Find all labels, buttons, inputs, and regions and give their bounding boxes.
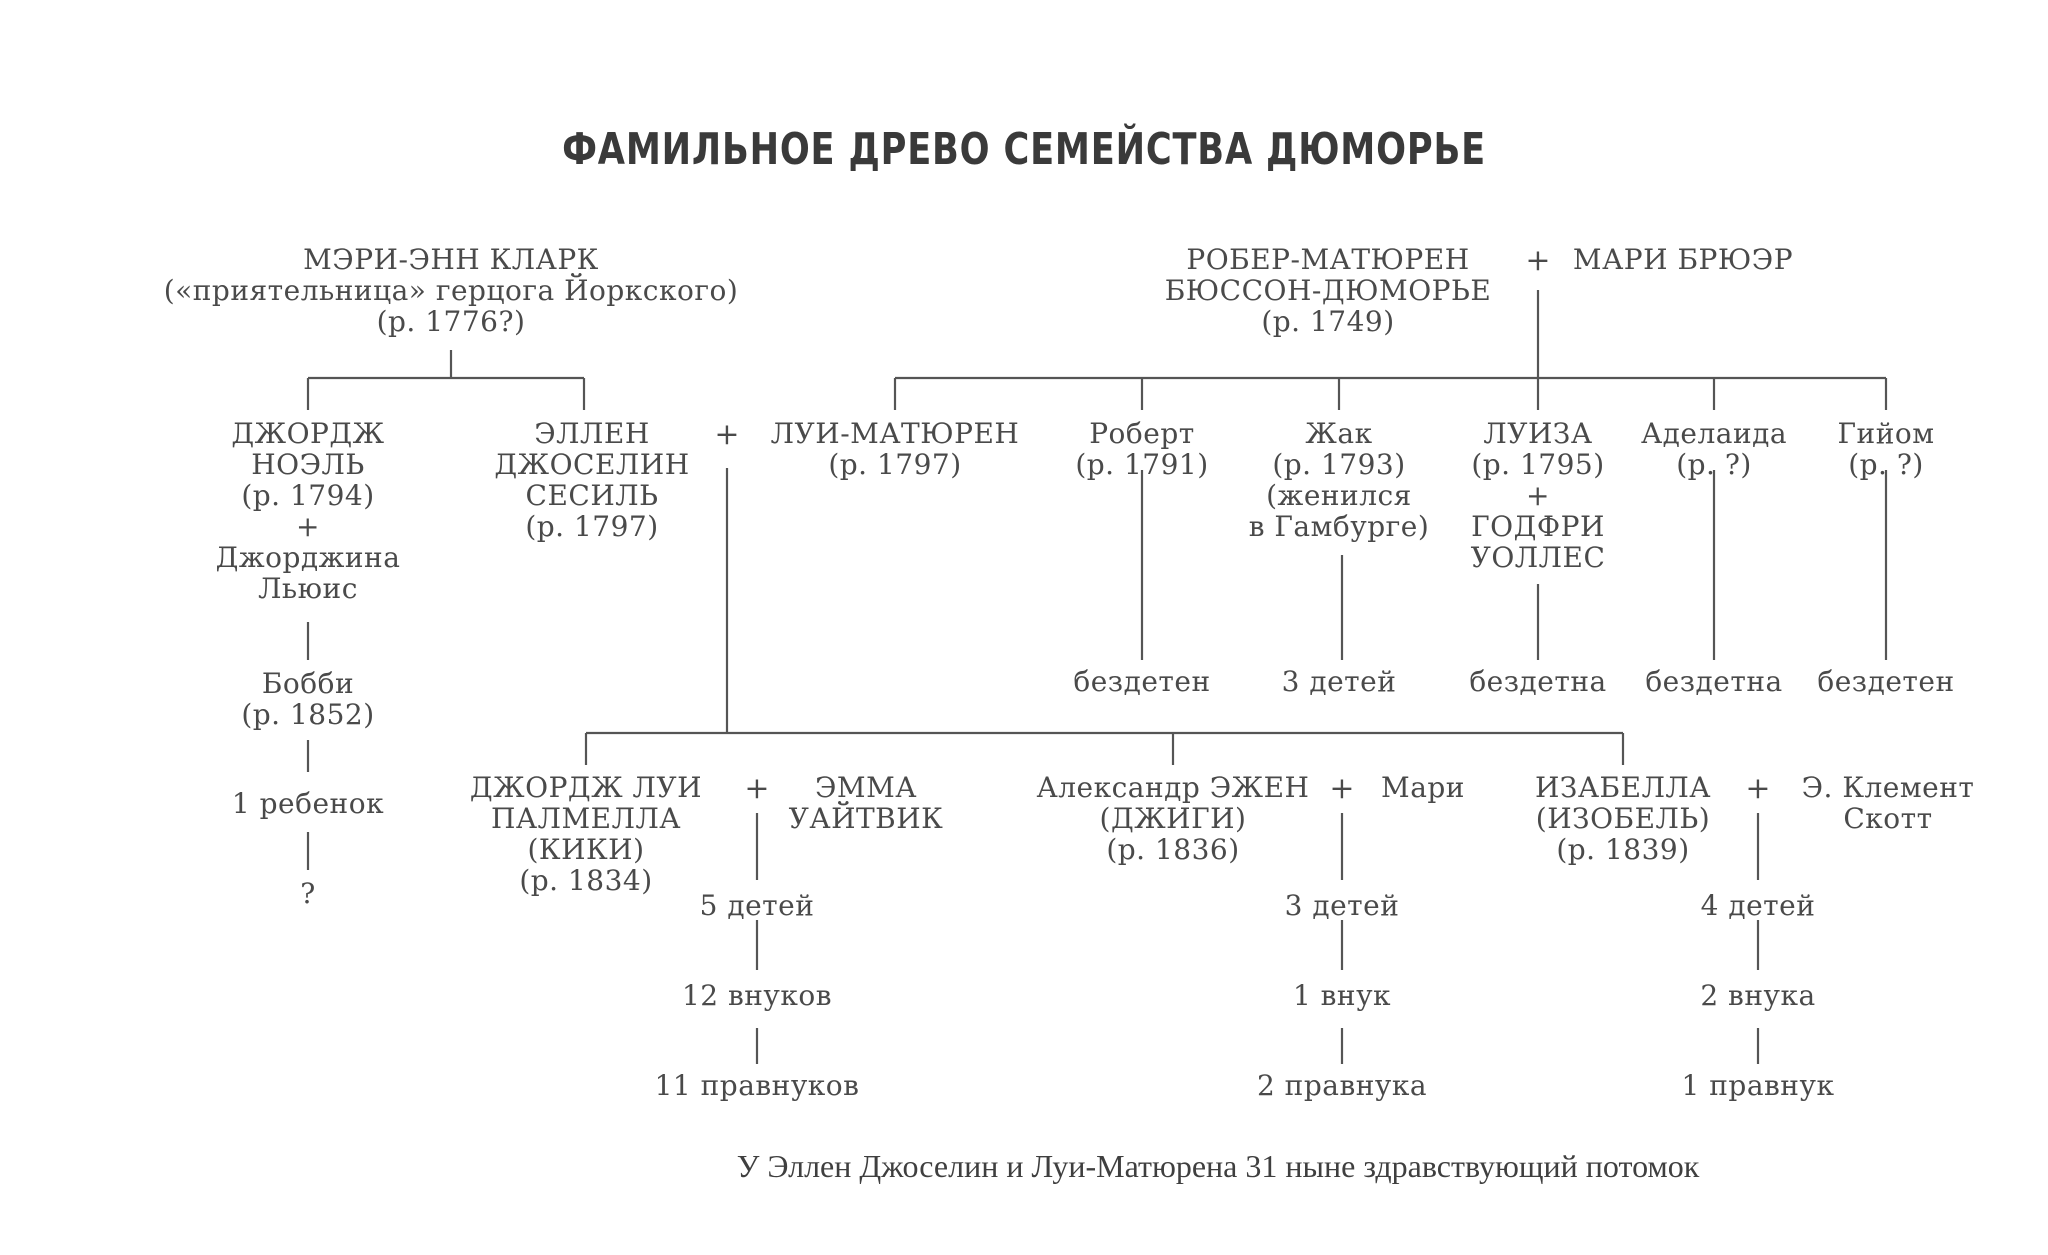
marriage-plus: + <box>1745 771 1771 806</box>
issue-great-grandchildren-alexandre: 2 правнука <box>1256 1069 1428 1102</box>
issue-adelaide: бездетна <box>1645 665 1783 698</box>
diagram-title: ФАМИЛЬНОЕ ДРЕВО СЕМЕЙСТВА ДЮМОРЬЕ <box>562 124 1486 175</box>
footer-note: У Эллен Джоселин и Луи-Матюрена 31 ныне … <box>736 1148 1700 1184</box>
person-ellen-jocelyn: ЭЛЛЕН ДЖОСЕЛИН СЕСИЛЬ (р. 1797) <box>494 417 690 543</box>
person-robert-mathurin: РОБЕР-МАТЮРЕН БЮССОН-ДЮМОРЬЕ (р. 1749) <box>1164 243 1492 338</box>
issue-robert: бездетен <box>1073 665 1211 698</box>
person-alexandre-eugene: Александр ЭЖЕН (ДЖИГИ) (р. 1836) <box>1036 771 1310 866</box>
issue-jacques: 3 детей <box>1281 665 1397 698</box>
issue-children-isabella: 4 детей <box>1700 889 1816 922</box>
person-emma-wightwick: ЭММА УАЙТВИК <box>788 771 944 835</box>
person-marie: Мари <box>1381 771 1465 804</box>
marriage-plus: + <box>744 771 770 806</box>
person-louis-mathurin: ЛУИ-МАТЮРЕН (р. 1797) <box>770 417 1020 481</box>
person-mary-anne-clarke: МЭРИ-ЭНН КЛАРК («приятельница» герцога Й… <box>163 243 739 338</box>
marriage-plus: + <box>1329 771 1355 806</box>
person-adelaide: Аделаида (р. ?) <box>1640 417 1788 481</box>
person-bobby: Бобби (р. 1852) <box>241 667 375 731</box>
person-george-noel: ДЖОРДЖ НОЭЛЬ (р. 1794) + Джорджина Льюис <box>215 417 401 605</box>
issue-grandchildren-george-louis: 12 внуков <box>681 979 833 1012</box>
issue-children-george-louis: 5 детей <box>699 889 815 922</box>
person-guillaume: Гийом (р. ?) <box>1837 417 1935 481</box>
issue-great-grandchildren-isabella: 1 правнук <box>1681 1069 1835 1102</box>
issue-children-alexandre: 3 детей <box>1284 889 1400 922</box>
person-marie-bruere: МАРИ БРЮЭР <box>1572 243 1794 276</box>
issue-guillaume: бездетен <box>1817 665 1955 698</box>
person-louise: ЛУИЗА (р. 1795) + ГОДФРИ УОЛЛЕС <box>1470 417 1606 574</box>
issue-louise: бездетна <box>1469 665 1607 698</box>
person-isabella: ИЗАБЕЛЛА (ИЗОБЕЛЬ) (р. 1839) <box>1534 771 1712 866</box>
person-jacques: Жак (р. 1793) (женился в Гамбурге) <box>1248 417 1430 543</box>
person-george-louis-palmella: ДЖОРДЖ ЛУИ ПАЛМЕЛЛА (КИКИ) (р. 1834) <box>469 771 703 897</box>
person-robert: Роберт (р. 1791) <box>1075 417 1209 481</box>
issue-great-grandchildren-george-louis: 11 правнуков <box>654 1069 860 1102</box>
issue-grandchildren-alexandre: 1 внук <box>1292 979 1392 1012</box>
marriage-plus: + <box>1525 243 1551 278</box>
issue-one-child: 1 ребенок <box>231 787 385 820</box>
marriage-plus: + <box>714 417 740 452</box>
person-clement-scott: Э. Клемент Скотт <box>1801 771 1975 835</box>
issue-unknown: ? <box>300 877 316 910</box>
issue-grandchildren-isabella: 2 внука <box>1700 979 1816 1012</box>
